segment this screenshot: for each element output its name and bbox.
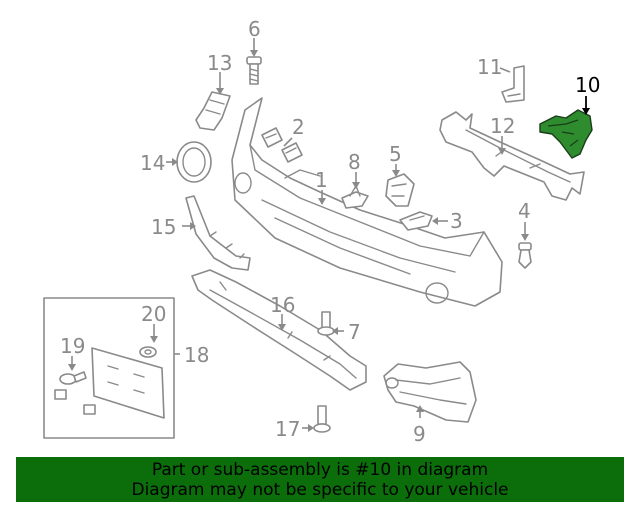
banner-line-2: Diagram may not be specific to your vehi… [131, 480, 509, 500]
part-3-clip[interactable] [399, 211, 433, 231]
callout-9: 9 [413, 422, 426, 446]
part-9-end-cap[interactable] [383, 361, 477, 423]
callout-18: 18 [184, 343, 209, 367]
part-19-screw[interactable] [59, 371, 87, 385]
part-7-bolt[interactable] [317, 311, 335, 336]
callout-5: 5 [389, 142, 402, 166]
callout-10: 10 [575, 73, 600, 97]
callout-4: 4 [518, 199, 531, 223]
callout-12: 12 [490, 114, 515, 138]
callout-15: 15 [151, 215, 176, 239]
callout-3: 3 [450, 209, 463, 233]
callout-1: 1 [315, 168, 328, 192]
part-5-bracket[interactable] [385, 173, 415, 207]
info-banner: Part or sub-assembly is #10 in diagram D… [16, 457, 624, 502]
callout-7: 7 [348, 320, 361, 344]
inset-small-clips[interactable] [54, 389, 96, 415]
callout-16: 16 [270, 293, 295, 317]
part-13-bracket[interactable] [195, 91, 231, 131]
callout-17: 17 [275, 417, 300, 441]
callout-14: 14 [140, 151, 165, 175]
part-20-grommet[interactable] [139, 346, 157, 358]
part-16-lower-deflector[interactable] [191, 269, 367, 391]
part-1-bumper-cover[interactable] [231, 97, 503, 307]
part-8-clip[interactable] [341, 185, 369, 209]
callout-13: 13 [207, 51, 232, 75]
part-4-clip[interactable] [518, 242, 532, 269]
callout-6: 6 [248, 17, 261, 41]
callout-11: 11 [477, 55, 502, 79]
part-10-highlighted-bracket[interactable] [539, 109, 593, 159]
part-11-bracket[interactable] [501, 65, 525, 103]
part-12-reinforcement[interactable] [439, 111, 585, 201]
callout-2: 2 [292, 115, 305, 139]
part-6-bolt[interactable] [246, 56, 262, 85]
callout-19: 19 [60, 334, 85, 358]
callout-20: 20 [141, 302, 166, 326]
part-15-bracket-strip[interactable] [185, 195, 251, 271]
part-17-bolt[interactable] [313, 405, 331, 433]
part-14-ring[interactable] [176, 141, 212, 183]
banner-line-1: Part or sub-assembly is #10 in diagram [151, 460, 489, 480]
part-18-license-plate-bracket[interactable] [91, 347, 165, 419]
callout-8: 8 [348, 150, 361, 174]
part-2-brackets[interactable] [261, 127, 303, 163]
